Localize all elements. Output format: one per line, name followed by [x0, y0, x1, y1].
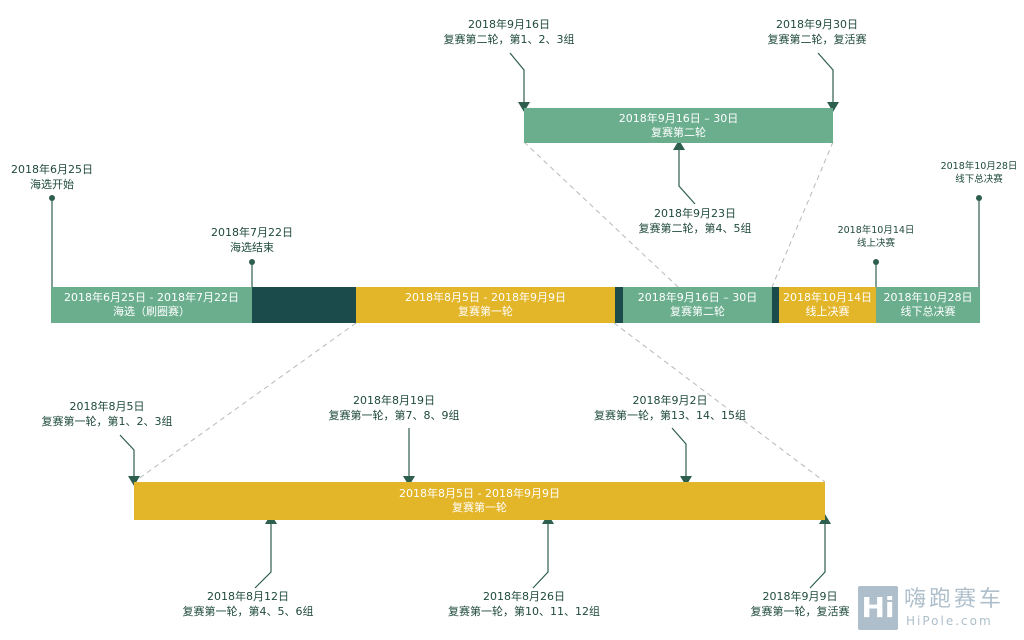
event-date: 2018年10月14日: [837, 225, 915, 236]
leader-sep16: [509, 52, 525, 104]
segment-audition-line2: 海选（刷圈赛）: [113, 305, 190, 318]
event-label-oct28: 2018年10月28日 线下总决赛: [941, 160, 1018, 186]
event-label-jul22: 2018年7月22日 海选结束: [211, 225, 293, 255]
event-date: 2018年9月2日: [632, 394, 708, 407]
event-desc: 复赛第二轮，第1、2、3组: [443, 33, 575, 46]
dot-oct14: [873, 259, 879, 265]
leader-aug12: [254, 522, 272, 589]
event-date: 2018年9月30日: [776, 18, 858, 31]
segment-gap-2: [615, 287, 623, 323]
event-desc: 复赛第一轮，第13、14、15组: [594, 409, 746, 422]
dot-oct28: [976, 195, 982, 201]
event-date: 2018年8月12日: [207, 590, 289, 603]
arrow-sep30: [827, 102, 839, 112]
watermark-logo: Hi 嗨跑赛车 HiPole.com: [858, 586, 1024, 636]
main-timeline: 2018年6月25日 - 2018年7月22日 海选（刷圈赛） 2018年8月5…: [51, 287, 980, 323]
event-label-sep30: 2018年9月30日 复赛第二轮，复活赛: [768, 17, 867, 47]
event-date: 2018年10月28日: [940, 161, 1018, 172]
leader-aug5: [119, 434, 135, 478]
event-desc: 线上决赛: [856, 238, 896, 249]
zoom-bar-round1-line1: 2018年8月5日 - 2018年9月9日: [399, 487, 560, 500]
event-label-aug26: 2018年8月26日 复赛第一轮，第10、11、12组: [448, 589, 600, 619]
event-label-aug5: 2018年8月5日 复赛第一轮，第1、2、3组: [42, 399, 173, 429]
event-desc: 复赛第二轮，复活赛: [767, 33, 867, 46]
event-date: 2018年9月16日: [468, 18, 550, 31]
event-date: 2018年9月23日: [654, 207, 736, 220]
zoom-connector-bottom-left: [133, 322, 357, 483]
dot-jun25: [49, 195, 55, 201]
segment-offline-final-line1: 2018年10月28日: [883, 291, 973, 304]
segment-online-final-line1: 2018年10月14日: [783, 291, 872, 304]
arrow-sep16: [518, 102, 530, 112]
event-date: 2018年8月26日: [483, 590, 565, 603]
zoom-bar-round1: 2018年8月5日 - 2018年9月9日 复赛第一轮: [134, 482, 825, 520]
watermark-cn-text: 嗨跑赛车: [904, 587, 1005, 612]
segment-audition-line1: 2018年6月25日 - 2018年7月22日: [64, 291, 239, 304]
zoom-bar-round2-line1: 2018年9月16日 – 30日: [618, 111, 739, 125]
event-label-sep16: 2018年9月16日 复赛第二轮，第1、2、3组: [444, 17, 575, 47]
event-desc: 海选开始: [30, 178, 74, 191]
event-desc: 线下总决赛: [955, 174, 1003, 185]
event-label-sep23: 2018年9月23日 复赛第二轮，第4、5组: [639, 206, 752, 236]
segment-round1-line1: 2018年8月5日 - 2018年9月9日: [405, 291, 566, 304]
segment-online-final-line2: 线上决赛: [805, 305, 850, 318]
event-label-aug12: 2018年8月12日 复赛第一轮，第4、5、6组: [183, 589, 314, 619]
watermark-en-text: HiPole.com: [906, 614, 993, 628]
event-desc: 复赛第一轮，第1、2、3组: [41, 415, 173, 428]
arrow-aug5: [128, 476, 140, 486]
arrow-sep2: [680, 476, 692, 486]
event-date: 2018年8月19日: [353, 394, 435, 407]
event-desc: 复赛第一轮，复活赛: [750, 605, 850, 618]
event-label-oct14: 2018年10月14日 线上决赛: [838, 224, 915, 250]
event-desc: 复赛第一轮，第4、5、6组: [182, 605, 314, 618]
leader-sep2: [671, 427, 687, 478]
leader-aug26: [532, 522, 549, 589]
segment-round2-line2: 复赛第二轮: [670, 305, 725, 318]
segment-offline-final-line2: 线下总决赛: [900, 305, 956, 318]
event-desc: 复赛第二轮，第4、5组: [638, 222, 752, 235]
event-date: 2018年6月25日: [11, 163, 93, 176]
event-label-aug19: 2018年8月19日 复赛第一轮，第7、8、9组: [329, 393, 460, 423]
dot-jul22: [249, 259, 255, 265]
segment-online-final: 2018年10月14日 线上决赛: [779, 287, 876, 323]
event-date: 2018年9月9日: [762, 590, 838, 603]
leader-sep23: [678, 148, 696, 205]
event-label-sep2: 2018年9月2日 复赛第一轮，第13、14、15组: [594, 393, 746, 423]
leader-sep30: [817, 52, 834, 104]
arrow-aug19: [403, 476, 415, 486]
event-desc: 复赛第一轮，第7、8、9组: [328, 409, 460, 422]
segment-round1: 2018年8月5日 - 2018年9月9日 复赛第一轮: [356, 287, 615, 323]
event-desc: 海选结束: [230, 241, 274, 254]
zoom-bar-round1-line2: 复赛第一轮: [452, 501, 507, 514]
event-label-sep9: 2018年9月9日 复赛第一轮，复活赛: [751, 589, 850, 619]
leader-sep9: [809, 522, 826, 589]
segment-offline-final: 2018年10月28日 线下总决赛: [876, 287, 980, 323]
segment-round2: 2018年9月16日 – 30日 复赛第二轮: [623, 287, 772, 323]
segment-round2-line1: 2018年9月16日 – 30日: [637, 291, 758, 304]
zoom-bar-round2: 2018年9月16日 – 30日 复赛第二轮: [524, 108, 833, 143]
segment-audition: 2018年6月25日 - 2018年7月22日 海选（刷圈赛）: [51, 287, 252, 323]
segment-gap-3: [772, 287, 779, 323]
event-label-jun25: 2018年6月25日 海选开始: [11, 162, 93, 192]
arrow-sep23: [673, 140, 685, 150]
zoom-bar-round2-line2: 复赛第二轮: [651, 125, 706, 139]
zoom-connector-bottom-right: [613, 322, 826, 483]
zoom-connector-top-right: [771, 141, 834, 288]
segment-gap-1: [252, 287, 356, 323]
segment-round1-line2: 复赛第一轮: [458, 305, 513, 318]
event-desc: 复赛第一轮，第10、11、12组: [448, 605, 600, 618]
event-date: 2018年7月22日: [211, 226, 293, 239]
arrow-sep9: [819, 514, 831, 524]
event-date: 2018年8月5日: [69, 400, 145, 413]
watermark-hi-mark: Hi: [858, 586, 898, 630]
